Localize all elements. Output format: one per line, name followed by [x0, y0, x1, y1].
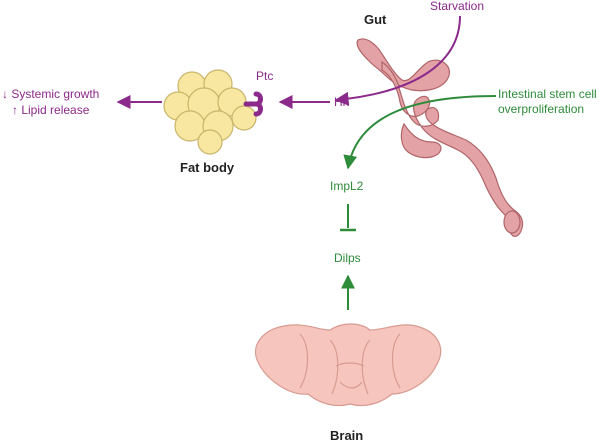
impl2-label: ImpL2 — [330, 179, 364, 193]
isc-to-impl2-arrow — [343, 95, 497, 170]
ptc-label: Ptc — [256, 69, 273, 83]
isc-label-line1: Intestinal stem cell — [498, 87, 597, 101]
starvation-arrow — [334, 15, 461, 106]
gut-label: Gut — [364, 12, 387, 27]
fat-body-illustration — [163, 69, 257, 155]
dilps-label: Dilps — [334, 251, 361, 265]
isc-label-line2: overproliferation — [498, 102, 584, 116]
lipid-release-label: ↑ Lipid release — [12, 103, 90, 117]
hh-label: Hh — [334, 95, 349, 109]
systemic-growth-label: ↓ Systemic growth — [2, 87, 99, 101]
gut-illustration — [356, 38, 524, 237]
fat-body-label: Fat body — [180, 160, 235, 175]
starvation-label: Starvation — [430, 0, 484, 13]
brain-illustration — [254, 323, 442, 407]
ptc-receptor-icon — [243, 91, 263, 117]
brain-label: Brain — [330, 428, 363, 443]
